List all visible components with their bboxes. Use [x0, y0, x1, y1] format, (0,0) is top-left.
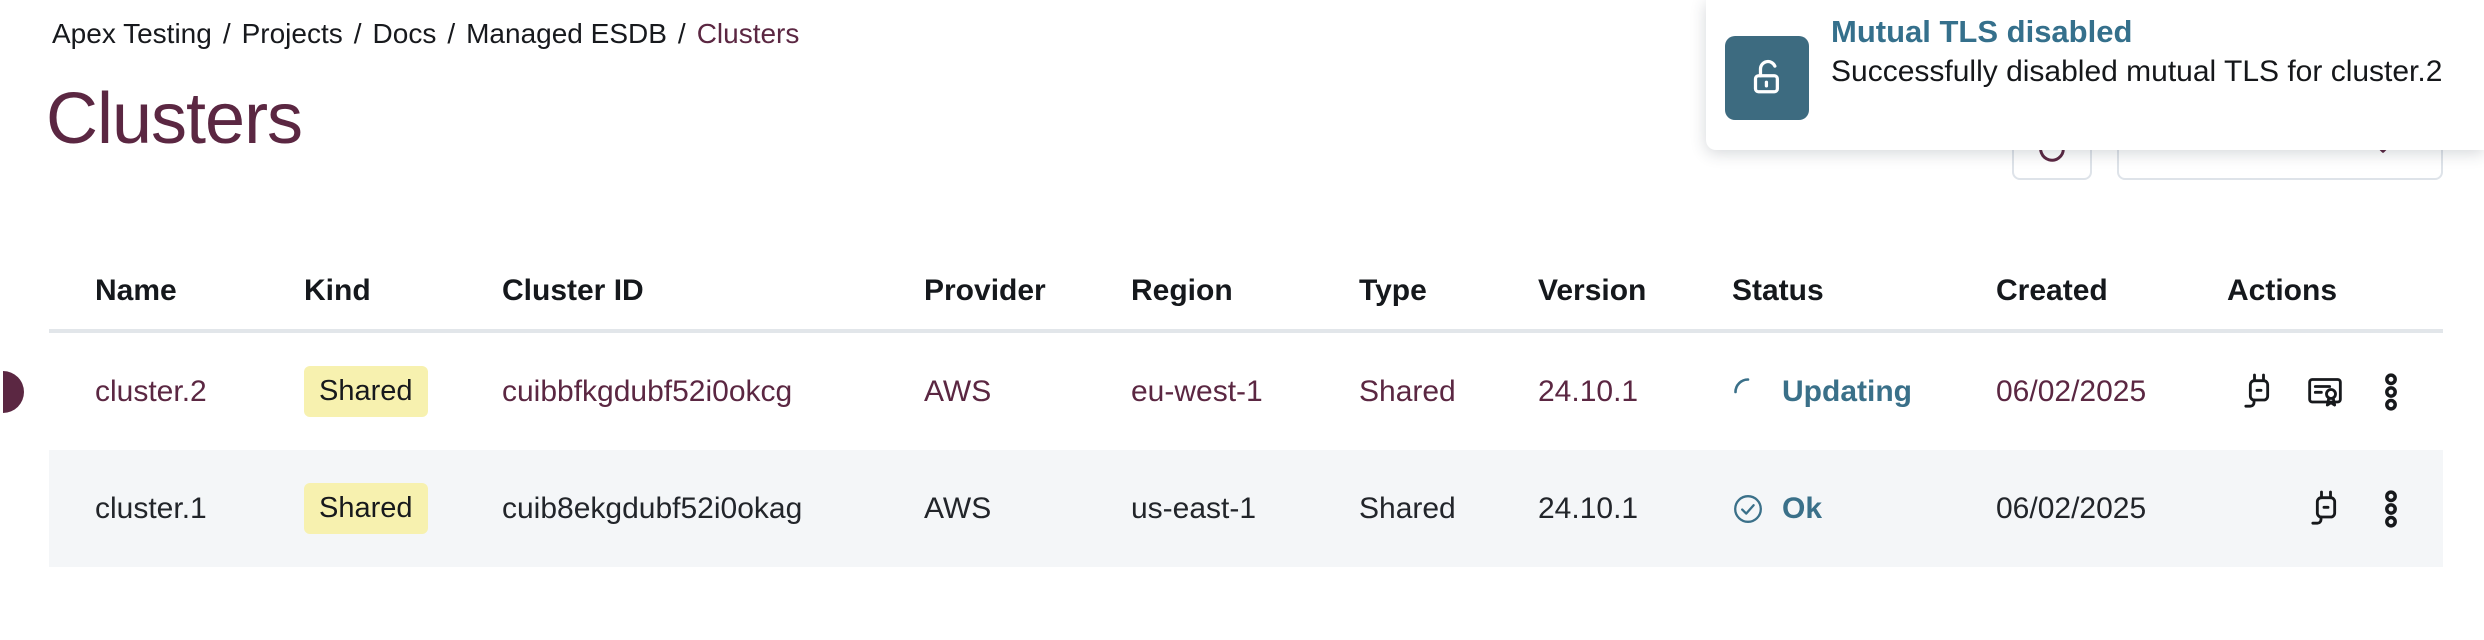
type-value: Shared [1359, 374, 1456, 408]
certificate-icon[interactable] [2304, 372, 2346, 412]
kind-badge: Shared [304, 483, 428, 534]
column-header-region: Region [1131, 274, 1233, 307]
breadcrumb-item-docs[interactable]: Docs [372, 18, 437, 49]
check-circle-icon [1732, 493, 1764, 525]
status-label: Ok [1782, 491, 1823, 525]
actions-cell [2227, 372, 2443, 412]
provider-value: AWS [924, 374, 992, 408]
column-header-version: Version [1538, 274, 1647, 307]
toast-text: Mutual TLS disabled Successfully disable… [1831, 12, 2471, 92]
breadcrumb-separator: / [677, 18, 686, 49]
breadcrumb-item-clusters-current: Clusters [696, 18, 800, 49]
column-header-name: Name [95, 274, 177, 307]
kebab-menu-icon[interactable] [2371, 489, 2411, 529]
version-value: 24.10.1 [1538, 491, 1639, 525]
breadcrumb-item-projects[interactable]: Projects [241, 18, 343, 49]
region-value: us-east-1 [1131, 491, 1257, 525]
kind-badge: Shared [304, 366, 428, 417]
clusters-table: Name Kind Cluster ID Provider Region Typ… [3, 253, 2443, 567]
table-row-cluster-2[interactable]: cluster.2 Shared cuibbfkgdubf52i0okcg AW… [3, 333, 2443, 450]
column-header-status: Status [1732, 274, 1824, 307]
unlock-icon [1725, 36, 1809, 120]
column-header-type: Type [1359, 274, 1427, 307]
status-label: Updating [1782, 374, 1912, 408]
status-badge: Updating [1732, 375, 1996, 409]
type-value: Shared [1359, 491, 1456, 525]
connect-plug-icon[interactable] [2306, 489, 2346, 529]
spinner-icon [1732, 376, 1764, 408]
toast-title: Mutual TLS disabled [1831, 14, 2133, 49]
version-value: 24.10.1 [1538, 374, 1639, 408]
cluster-id-value: cuibbfkgdubf52i0okcg [502, 374, 793, 408]
status-badge: Ok [1732, 492, 1996, 526]
breadcrumb-item-managed-esdb[interactable]: Managed ESDB [466, 18, 667, 49]
actions-cell [2227, 489, 2443, 529]
cluster-id-value: cuib8ekgdubf52i0okag [502, 491, 803, 525]
breadcrumb: Apex Testing / Projects / Docs / Managed… [52, 18, 799, 50]
connect-plug-icon[interactable] [2239, 372, 2279, 412]
kebab-menu-icon[interactable] [2371, 372, 2411, 412]
breadcrumb-separator: / [353, 18, 362, 49]
region-value: eu-west-1 [1131, 374, 1263, 408]
active-row-indicator [3, 370, 24, 413]
breadcrumb-separator: / [447, 18, 456, 49]
created-date: 06/02/2025 [1996, 374, 2147, 408]
column-header-actions: Actions [2227, 274, 2338, 307]
column-header-kind: Kind [304, 274, 371, 307]
page-title: Clusters [46, 79, 303, 159]
toast-message: Successfully disabled mutual TLS for clu… [1831, 55, 2443, 88]
cluster-name-link[interactable]: cluster.1 [95, 491, 207, 525]
cluster-name-link[interactable]: cluster.2 [95, 374, 207, 408]
breadcrumb-separator: / [222, 18, 231, 49]
table-row-cluster-1[interactable]: cluster.1 Shared cuib8ekgdubf52i0okag AW… [49, 450, 2443, 567]
breadcrumb-item-apex-testing[interactable]: Apex Testing [52, 18, 212, 49]
column-header-provider: Provider [924, 274, 1046, 307]
toast-notification[interactable]: Mutual TLS disabled Successfully disable… [1706, 0, 2484, 150]
table-header-row: Name Kind Cluster ID Provider Region Typ… [49, 253, 2443, 333]
provider-value: AWS [924, 491, 992, 525]
column-header-created: Created [1996, 274, 2108, 307]
column-header-cluster-id: Cluster ID [502, 274, 644, 307]
created-date: 06/02/2025 [1996, 491, 2147, 525]
